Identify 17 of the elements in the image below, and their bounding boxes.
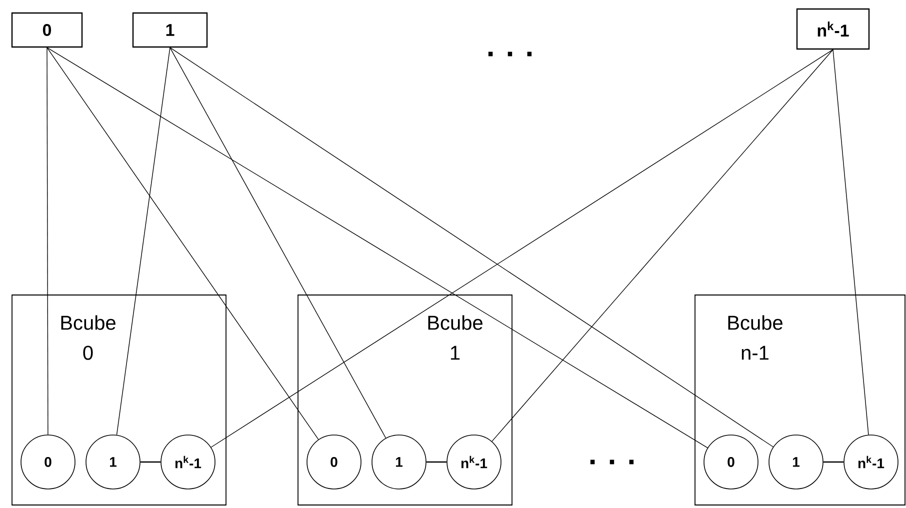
switch-box: 1: [132, 12, 208, 48]
switch-box: 0: [11, 12, 83, 48]
link-line: [170, 47, 774, 448]
link-line: [832, 49, 869, 436]
link-line: [46, 47, 708, 448]
link-line: [170, 47, 386, 438]
link-dash: [426, 461, 447, 463]
link-dash: [140, 461, 161, 463]
link-line: [46, 47, 48, 435]
link-line: [492, 49, 834, 442]
link-dash: [823, 461, 844, 463]
link-line: [210, 49, 834, 448]
link-line: [116, 47, 170, 436]
link-line: [46, 47, 319, 440]
ellipsis: . . .: [488, 52, 532, 56]
switch-box: n$^{k}$-1: [796, 8, 870, 50]
ellipsis: . . .: [590, 460, 634, 464]
